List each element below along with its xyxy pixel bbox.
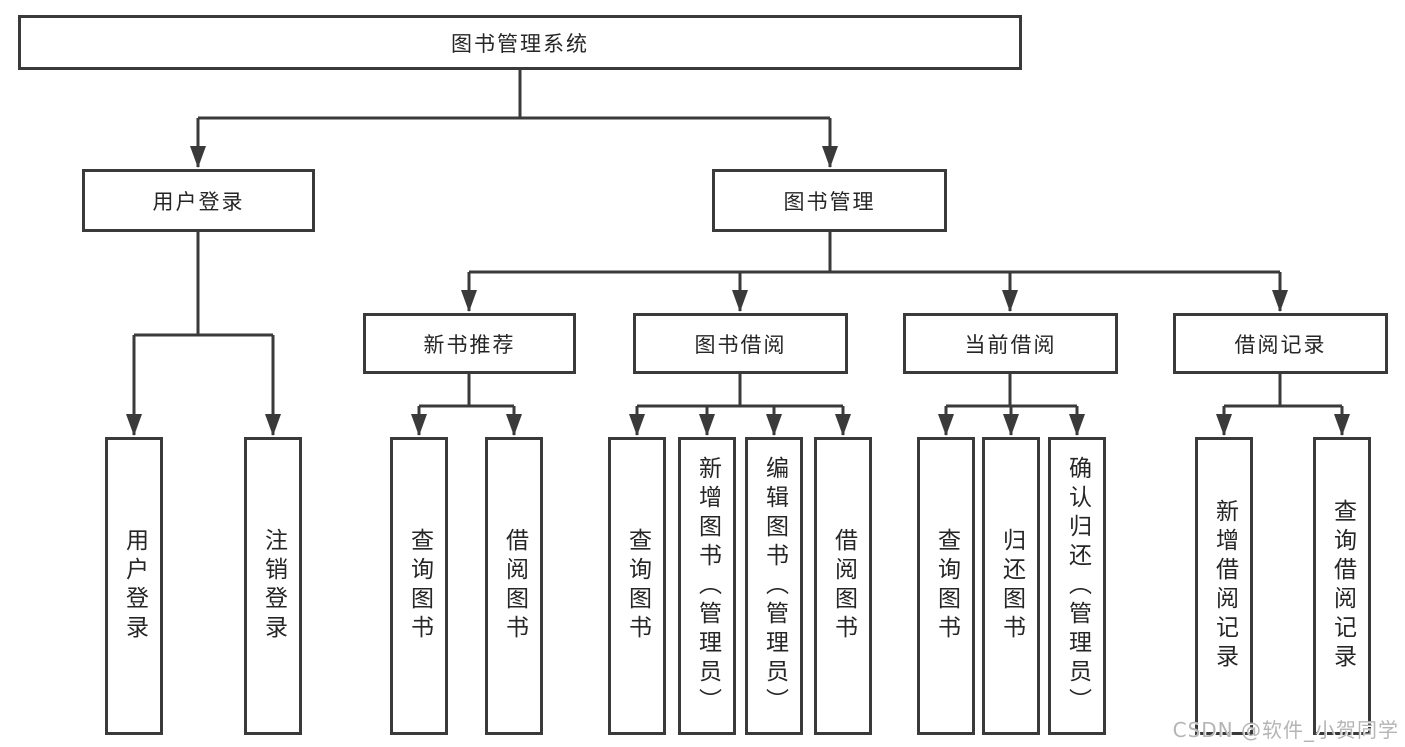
node-user-login: 用户登录: [82, 169, 315, 232]
trunk-book-borrow: [637, 374, 843, 408]
trunk-new-books: [419, 374, 514, 408]
leaf-add-books-admin: 新增图书（管理员）: [678, 437, 736, 735]
leaf-query-books-borrow: 查询图书: [608, 437, 666, 735]
leaf-query-books-recommend: 查询图书: [390, 437, 448, 735]
trunk-borrow-records: [1224, 374, 1342, 408]
node-borrow-records: 借阅记录: [1173, 313, 1388, 374]
trunk-book-mgmt: [469, 232, 1280, 274]
trunk-root: [198, 70, 830, 120]
node-root: 图书管理系统: [18, 15, 1022, 70]
leaf-edit-books-admin: 编辑图书（管理员）: [745, 437, 803, 735]
leaf-user-login: 用户登录: [105, 437, 163, 735]
node-current-borrow: 当前借阅: [903, 313, 1118, 374]
node-book-borrow: 图书借阅: [633, 313, 848, 374]
node-new-book-recommend: 新书推荐: [363, 313, 576, 374]
leaf-borrow-books: 借阅图书: [814, 437, 872, 735]
node-book-management: 图书管理: [712, 169, 947, 232]
leaf-add-borrow-record: 新增借阅记录: [1195, 437, 1253, 735]
leaf-confirm-return-admin: 确认归还（管理员）: [1048, 437, 1106, 735]
trunk-current-borrow: [946, 374, 1077, 408]
leaf-logout: 注销登录: [244, 437, 302, 735]
watermark: CSDN @软件_小贺同学: [1172, 718, 1399, 742]
leaf-return-books: 归还图书: [982, 437, 1040, 735]
leaf-query-borrow-record: 查询借阅记录: [1313, 437, 1371, 735]
leaf-query-books-current: 查询图书: [917, 437, 975, 735]
trunk-user-login: [134, 232, 273, 337]
leaf-borrow-books-recommend: 借阅图书: [485, 437, 543, 735]
